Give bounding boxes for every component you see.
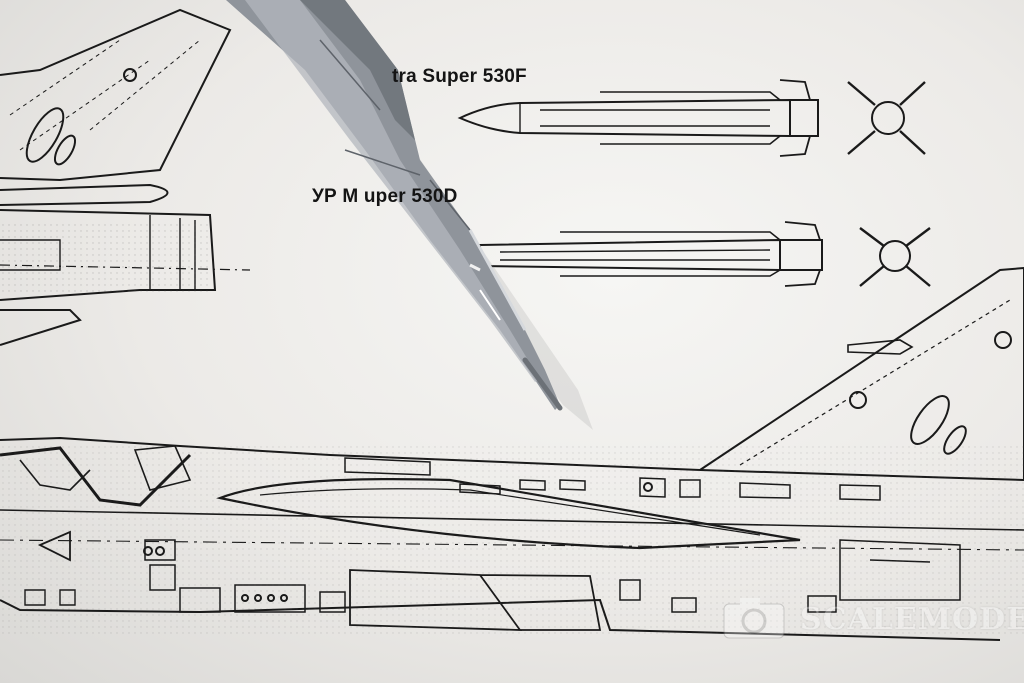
aircraft-top-left	[0, 8, 251, 346]
camera-icon	[723, 598, 785, 639]
missile-label-bottom: УР М uper 530D	[312, 186, 458, 207]
missile-label-top: tra Super 530F	[392, 66, 527, 87]
watermark: SCALEMODELS	[720, 596, 1024, 642]
watermark-text: SCALEMODELS	[800, 602, 1024, 637]
aircraft-side-view	[0, 266, 1024, 641]
model-fuselage-part	[226, 0, 563, 411]
missile-super-530d	[479, 221, 931, 287]
missile-super-530f	[457, 79, 926, 157]
